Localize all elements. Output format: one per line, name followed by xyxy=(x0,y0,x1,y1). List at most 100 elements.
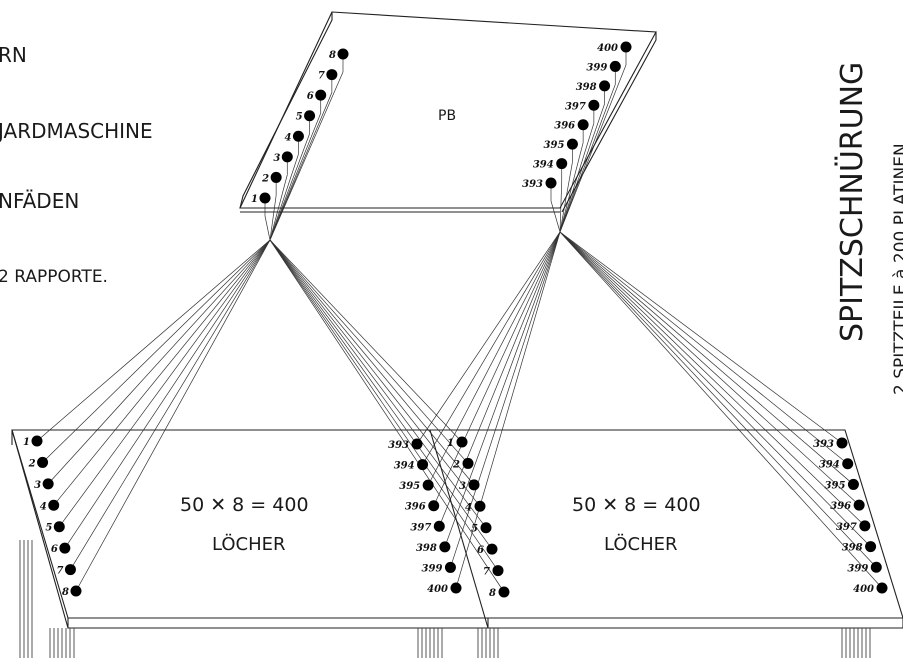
top-number-right-5: 397 xyxy=(565,101,586,112)
top-number-left-4: 4 xyxy=(284,132,291,143)
board1-hole-left-7 xyxy=(64,564,76,576)
board1-number-right-3: 395 xyxy=(399,481,420,492)
board1-hole-left-3 xyxy=(42,478,54,490)
board1-hole-right-4 xyxy=(428,500,440,512)
board1-hole-left-2 xyxy=(37,456,49,468)
top-number-right-8: 400 xyxy=(597,43,618,54)
top-number-left-1: 1 xyxy=(251,194,258,205)
board2-hole-right-5 xyxy=(859,520,871,532)
board1-number-right-1: 393 xyxy=(388,440,409,451)
top-hole-right-6 xyxy=(599,80,611,92)
top-number-left-5: 5 xyxy=(296,112,303,123)
board1-hole-right-6 xyxy=(439,541,451,553)
top-hole-right-4 xyxy=(577,119,589,131)
vertical-title: SPITZSCHNÜRUNG xyxy=(834,62,870,342)
board1-hole-right-5 xyxy=(433,520,445,532)
board1-number-right-7: 399 xyxy=(422,563,443,574)
board2-hole-left-6 xyxy=(486,543,498,555)
vertical-subtitle: 2 SPITZTEILE à 200 PLATINEN xyxy=(891,143,903,395)
board2-number-left-2: 2 xyxy=(452,459,460,470)
board2-number-right-3: 395 xyxy=(825,480,846,491)
board1-hole-right-8 xyxy=(450,582,462,594)
label-jacquardmaschine: JARDMASCHINE xyxy=(0,119,153,143)
board1-number-right-5: 397 xyxy=(410,522,431,533)
board2-hole-right-8 xyxy=(876,582,888,594)
top-number-right-3: 395 xyxy=(544,140,565,151)
board2-number-right-8: 400 xyxy=(853,584,874,595)
board1-number-left-5: 5 xyxy=(45,523,52,534)
board2-number-right-4: 396 xyxy=(830,501,851,512)
board1-number-left-6: 6 xyxy=(51,544,58,555)
top-hole-right-8 xyxy=(620,41,632,53)
board1-hole-left-6 xyxy=(59,542,71,554)
top-hole-left-2 xyxy=(270,171,282,183)
label-rn: RN xyxy=(0,43,27,67)
top-number-right-1: 393 xyxy=(522,179,543,190)
board1-number-left-3: 3 xyxy=(34,480,41,491)
board2-number-left-7: 7 xyxy=(483,567,490,578)
board1-hole-right-2 xyxy=(417,459,429,471)
top-hole-left-4 xyxy=(292,130,304,142)
top-hole-right-5 xyxy=(588,99,600,111)
board2-number-right-1: 393 xyxy=(813,439,834,450)
top-hole-right-2 xyxy=(556,158,568,170)
holes-layer: 1234567839339439539639739839940012345678… xyxy=(23,41,888,599)
board1-number-right-8: 400 xyxy=(427,584,448,595)
board2-number-left-8: 8 xyxy=(489,588,496,599)
top-hole-left-7 xyxy=(326,69,338,81)
top-number-right-7: 399 xyxy=(586,62,607,73)
top-hole-left-1 xyxy=(259,192,271,204)
board1-hole-right-1 xyxy=(411,438,423,450)
board2-number-right-7: 399 xyxy=(847,563,868,574)
board1-number-left-2: 2 xyxy=(28,458,36,469)
board1-hole-right-3 xyxy=(422,479,434,491)
board1-hole-right-7 xyxy=(444,561,456,573)
board2-hole-right-6 xyxy=(865,541,877,553)
top-number-left-2: 2 xyxy=(261,173,269,184)
board2-number-left-5: 5 xyxy=(471,524,478,535)
board1-hole-left-1 xyxy=(31,435,43,447)
label-fadenzahl: NFÄDEN xyxy=(0,189,79,213)
top-number-right-6: 398 xyxy=(576,82,597,93)
top-board-label: PB xyxy=(438,108,456,124)
top-hole-right-7 xyxy=(609,60,621,72)
top-hole-left-3 xyxy=(281,151,293,163)
board2-hole-right-4 xyxy=(853,499,865,511)
board1-hole-left-8 xyxy=(70,585,82,597)
board1-number-left-1: 1 xyxy=(23,437,30,448)
top-hole-left-8 xyxy=(337,48,349,60)
board2-hole-left-1 xyxy=(456,436,468,448)
board-1-caption: LÖCHER xyxy=(212,533,286,555)
top-hole-right-1 xyxy=(545,177,557,189)
top-number-right-2: 394 xyxy=(533,160,554,171)
top-board: PB xyxy=(239,11,657,213)
board2-hole-right-1 xyxy=(836,437,848,449)
top-number-left-7: 7 xyxy=(318,71,325,82)
board2-hole-right-2 xyxy=(842,458,854,470)
label-rapporte: 2 RAPPORTE. xyxy=(0,267,108,287)
board2-hole-left-5 xyxy=(480,522,492,534)
board2-hole-right-7 xyxy=(870,561,882,573)
board-1-formula: 50 ✕ 8 = 400 xyxy=(180,494,309,516)
board2-number-right-5: 397 xyxy=(836,522,857,533)
board2-hole-left-8 xyxy=(498,586,510,598)
top-number-left-8: 8 xyxy=(329,50,336,61)
board1-number-right-6: 398 xyxy=(416,543,437,554)
board2-number-left-4: 4 xyxy=(465,502,472,513)
board2-number-right-2: 394 xyxy=(819,460,840,471)
board-2-caption: LÖCHER xyxy=(604,533,678,555)
board2-number-left-6: 6 xyxy=(477,545,484,556)
top-number-left-3: 3 xyxy=(273,153,280,164)
board2-hole-left-7 xyxy=(492,565,504,577)
board-2-formula: 50 ✕ 8 = 400 xyxy=(572,494,701,516)
board1-hole-left-4 xyxy=(48,499,60,511)
board2-number-left-3: 3 xyxy=(459,481,466,492)
board1-number-left-7: 7 xyxy=(56,566,63,577)
harness-threads xyxy=(36,47,883,593)
top-number-right-4: 396 xyxy=(554,121,575,132)
board2-number-left-1: 1 xyxy=(447,438,454,449)
top-hole-left-6 xyxy=(315,89,327,101)
board1-number-left-4: 4 xyxy=(40,501,47,512)
board1-hole-left-5 xyxy=(53,521,65,533)
